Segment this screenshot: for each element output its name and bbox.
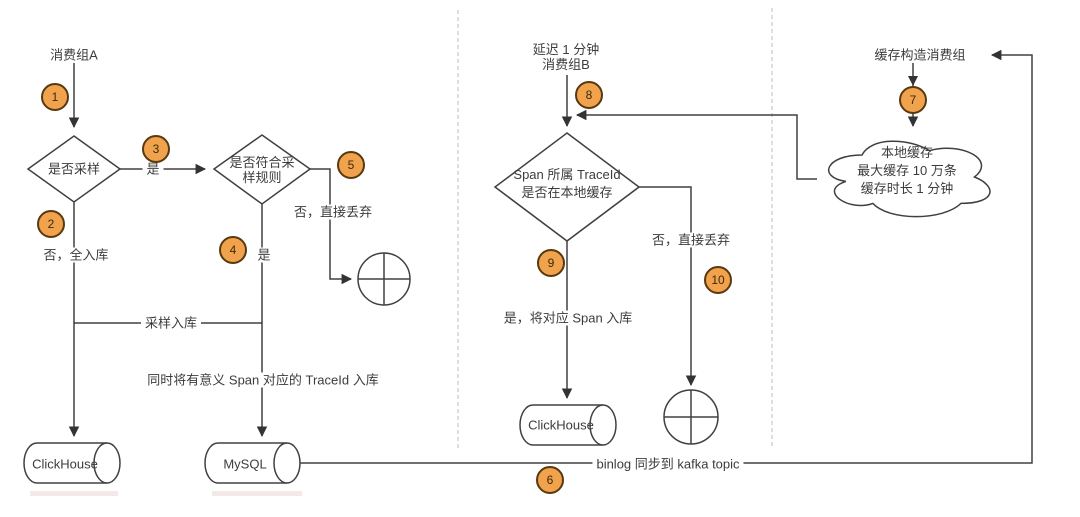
step-badge-3: 3 bbox=[142, 135, 170, 163]
discard-terminator-cross bbox=[664, 390, 718, 444]
decision-cache-diamond bbox=[493, 132, 641, 242]
edge-cloud-to-decision bbox=[575, 109, 817, 180]
edge-binlog-to-cache-consumer bbox=[300, 49, 1033, 464]
decision-cache-line2: 是否在本地缓存 bbox=[521, 185, 613, 200]
edge-rule-no-discard bbox=[310, 168, 353, 285]
decision-rule-line1: 是否符合采 bbox=[229, 155, 295, 170]
mysql-label: MySQL bbox=[223, 456, 267, 472]
clickhouse2-cylinder-cap bbox=[589, 404, 617, 446]
watermark-smudge bbox=[30, 491, 118, 496]
step-badge-9: 9 bbox=[537, 249, 565, 277]
edge-label-sample-store: 采样入库 bbox=[140, 315, 202, 331]
arrowhead-icon bbox=[908, 76, 918, 86]
step-badge-6: 6 bbox=[536, 466, 564, 494]
step-badge-2: 2 bbox=[37, 210, 65, 238]
decision-cache-line1: Span 所属 TraceId bbox=[513, 167, 621, 182]
decision-rule-line2: 样规则 bbox=[242, 170, 282, 185]
watermark-smudge bbox=[212, 491, 302, 496]
decision-rule-diamond bbox=[212, 134, 312, 205]
consumer-group-a-label: 消费组A bbox=[50, 47, 98, 63]
step-badge-8: 8 bbox=[575, 81, 603, 109]
decision-sample-label: 是否采样 bbox=[47, 161, 101, 177]
clickhouse2-cylinder bbox=[519, 404, 603, 446]
clickhouse2-label: ClickHouse bbox=[528, 417, 594, 433]
step-badge-4: 4 bbox=[219, 236, 247, 264]
edge-cache-no-discard bbox=[638, 186, 697, 387]
cache-consumer-group-label: 缓存构造消费组 bbox=[874, 47, 966, 63]
consumer-b-line1: 延迟 1 分钟 bbox=[532, 42, 600, 57]
edge-label-binlog: binlog 同步到 kafka topic bbox=[592, 456, 744, 472]
clickhouse-cylinder bbox=[23, 442, 107, 484]
decision-cache-label: Span 所属 TraceId 是否在本地缓存 bbox=[513, 166, 620, 202]
edge-label-no-discard-left: 否，直接丢弃 bbox=[289, 204, 377, 220]
consumer-group-b-label: 延迟 1 分钟 消费组B bbox=[533, 42, 599, 72]
edge-label-no-full-store: 否，全入库 bbox=[39, 247, 113, 263]
edge-label-no-discard-mid: 否，直接丢弃 bbox=[647, 232, 735, 248]
discard-terminator-cross bbox=[358, 253, 410, 305]
clickhouse-cylinder-cap bbox=[93, 442, 121, 484]
local-cache-line2: 最大缓存 10 万条 bbox=[857, 163, 957, 178]
edge-label-yes-2: 是 bbox=[253, 247, 275, 263]
step-badge-5: 5 bbox=[337, 151, 365, 179]
step-badge-7: 7 bbox=[899, 86, 927, 114]
mysql-cylinder bbox=[204, 442, 287, 484]
clickhouse-label: ClickHouse bbox=[32, 456, 98, 472]
mysql-cylinder-cap bbox=[273, 442, 301, 484]
decision-sample-diamond bbox=[26, 135, 122, 203]
local-cache-label: 本地缓存 最大缓存 10 万条 缓存时长 1 分钟 bbox=[857, 144, 957, 198]
decision-rule-label: 是否符合采 样规则 bbox=[229, 155, 294, 185]
step-badge-1: 1 bbox=[41, 83, 69, 111]
local-cache-line3: 缓存时长 1 分钟 bbox=[860, 181, 954, 196]
local-cache-line1: 本地缓存 bbox=[880, 145, 933, 160]
edge-label-traceid-store: 同时将有意义 Span 对应的 TraceId 入库 bbox=[143, 372, 383, 388]
step-badge-10: 10 bbox=[704, 266, 732, 294]
edge-label-yes-span-store: 是，将对应 Span 入库 bbox=[499, 310, 637, 326]
consumer-b-line2: 消费组B bbox=[542, 57, 590, 72]
edge-label-yes-1: 是 bbox=[142, 161, 164, 177]
local-cache-cloud bbox=[827, 140, 991, 218]
